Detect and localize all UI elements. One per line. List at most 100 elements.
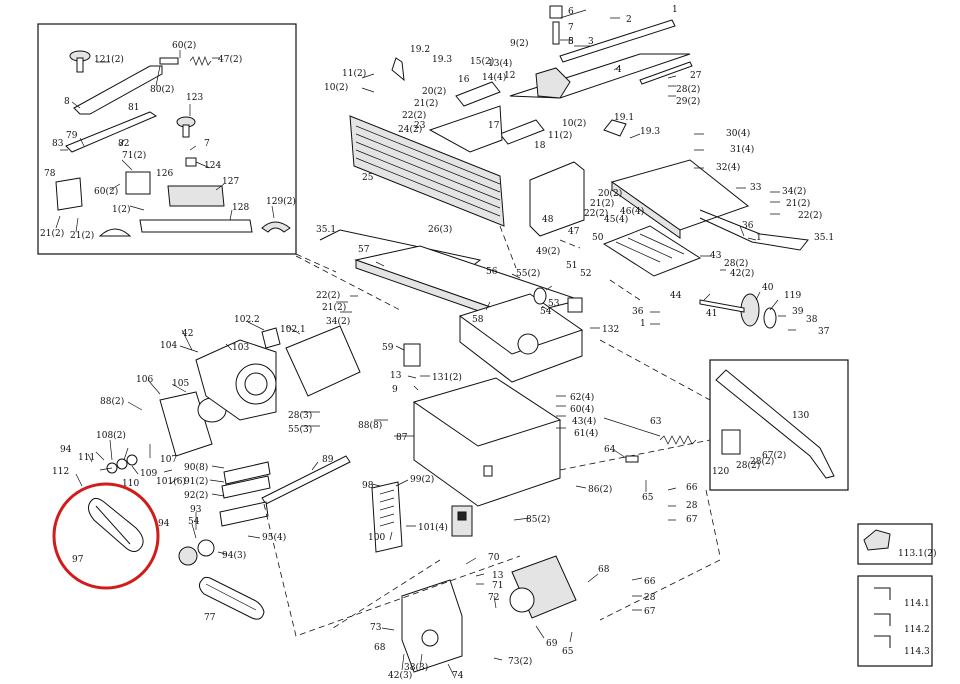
- label-p68a: 68: [374, 643, 386, 653]
- label-p101_6: 101(6): [156, 476, 186, 487]
- label-p51: 51: [566, 261, 577, 271]
- fence-ribs: [355, 125, 501, 217]
- label-p21_2b: 21(2): [786, 198, 810, 209]
- label-p59: 59: [382, 343, 394, 353]
- label-i21_2b: 21(2): [70, 230, 94, 241]
- rail-89: [261, 455, 351, 505]
- label-p74: 74: [452, 671, 464, 680]
- label-p98: 98: [362, 481, 374, 491]
- label-p58: 58: [472, 315, 484, 325]
- label-p28a: 28: [686, 501, 698, 511]
- label-p28_2d: 28(2): [750, 456, 774, 467]
- label-p68b: 68: [598, 565, 610, 575]
- label-p34_2a: 34(2): [782, 186, 806, 197]
- label-p39: 39: [792, 307, 804, 317]
- belt-77-inner: [205, 583, 257, 611]
- label-p107: 107: [160, 455, 177, 465]
- inset-frame: [37, 23, 297, 255]
- label-p61_4: 61(4): [574, 428, 598, 439]
- pin-5: [552, 21, 560, 45]
- label-p37: 37: [818, 327, 830, 337]
- label-p11_2b: 11(2): [548, 130, 572, 141]
- label-p65a: 65: [642, 493, 654, 503]
- label-p90_8: 90(8): [184, 462, 208, 473]
- block-6: [549, 5, 563, 19]
- label-p65b: 65: [562, 647, 574, 657]
- label-i7: 7: [204, 139, 210, 149]
- label-p114_1: 114.1: [904, 599, 930, 609]
- label-p19_3a: 19.3: [432, 55, 452, 65]
- label-p13b: 13: [492, 571, 504, 581]
- label-p101_4: 101(4): [418, 522, 448, 533]
- label-i71_2: 71(2): [122, 150, 146, 161]
- label-i129_2: 129(2): [266, 196, 296, 207]
- label-p69: 69: [546, 639, 558, 649]
- block-132: [567, 297, 583, 313]
- label-p13: 13: [390, 371, 402, 381]
- label-p114_2: 114.2: [904, 625, 930, 635]
- label-p77: 77: [204, 613, 216, 623]
- label-p4: 4: [616, 65, 622, 75]
- label-p28_3: 28(3): [288, 410, 312, 421]
- label-p25: 25: [362, 173, 374, 183]
- label-p67b: 67: [644, 607, 656, 617]
- lever-19-2: [391, 57, 405, 82]
- label-p73: 73: [370, 623, 382, 633]
- handle-box: [709, 359, 849, 491]
- label-p132: 132: [602, 325, 619, 335]
- label-p56: 56: [486, 267, 498, 277]
- label-p86_2: 86(2): [588, 484, 612, 495]
- label-p44: 44: [670, 291, 682, 301]
- bearing-110: [126, 454, 138, 466]
- label-p27: 27: [690, 71, 702, 81]
- carriage-43: [602, 225, 702, 277]
- label-p22_2c: 22(2): [584, 208, 608, 219]
- block-90: [223, 461, 271, 485]
- label-p43_4: 43(4): [572, 416, 596, 427]
- rail-128: [139, 219, 253, 233]
- label-i21_2a: 21(2): [40, 228, 64, 239]
- label-p94b: 94: [158, 519, 170, 529]
- label-p2: 2: [626, 15, 632, 25]
- label-p66b: 66: [644, 577, 656, 587]
- guard-35-1-right: [699, 209, 809, 251]
- label-p21_2c: 21(2): [590, 198, 614, 209]
- label-p110: 110: [122, 479, 139, 489]
- label-p29_2: 29(2): [676, 96, 700, 107]
- label-p102_1: 102.1: [280, 325, 306, 335]
- part-113-1: [863, 529, 891, 551]
- body-87-sides: [413, 402, 561, 507]
- label-p10_2: 10(2): [324, 82, 348, 93]
- label-p52: 52: [580, 269, 591, 279]
- label-i121_2: 121(2): [94, 54, 124, 65]
- label-p70: 70: [488, 553, 500, 563]
- label-p28_2c: 28(2): [736, 460, 760, 471]
- plate-74-hole: [421, 629, 439, 647]
- plate-17: [499, 119, 545, 145]
- label-p35_1b: 35.1: [316, 225, 336, 235]
- label-p49_2: 49(2): [536, 246, 560, 257]
- label-p100: 100: [368, 533, 385, 543]
- motor-69-face: [509, 587, 535, 613]
- label-p42: 42: [182, 329, 193, 339]
- plate-74: [401, 579, 463, 673]
- label-i123: 123: [186, 93, 203, 103]
- label-p72: 72: [488, 593, 499, 603]
- label-p99_2: 99(2): [410, 474, 434, 485]
- handle-130: [715, 369, 835, 479]
- label-p94a: 94: [60, 445, 72, 455]
- label-p64: 64: [604, 445, 616, 455]
- label-p66a: 66: [686, 483, 698, 493]
- label-p24_2: 24(2): [398, 124, 422, 135]
- label-p111: 111: [78, 453, 95, 463]
- label-p67_2: 67(2): [762, 450, 786, 461]
- label-i47_2: 47(2): [218, 54, 242, 65]
- label-i81: 81: [128, 103, 139, 113]
- cover-103-hub: [244, 372, 268, 396]
- spring-47: [189, 56, 212, 66]
- label-p114_3: 114.3: [904, 647, 930, 657]
- label-p60_4: 60(4): [570, 404, 594, 415]
- label-p47: 47: [568, 227, 580, 237]
- label-p62_4: 62(4): [570, 392, 594, 403]
- label-p20_2b: 20(2): [598, 188, 622, 199]
